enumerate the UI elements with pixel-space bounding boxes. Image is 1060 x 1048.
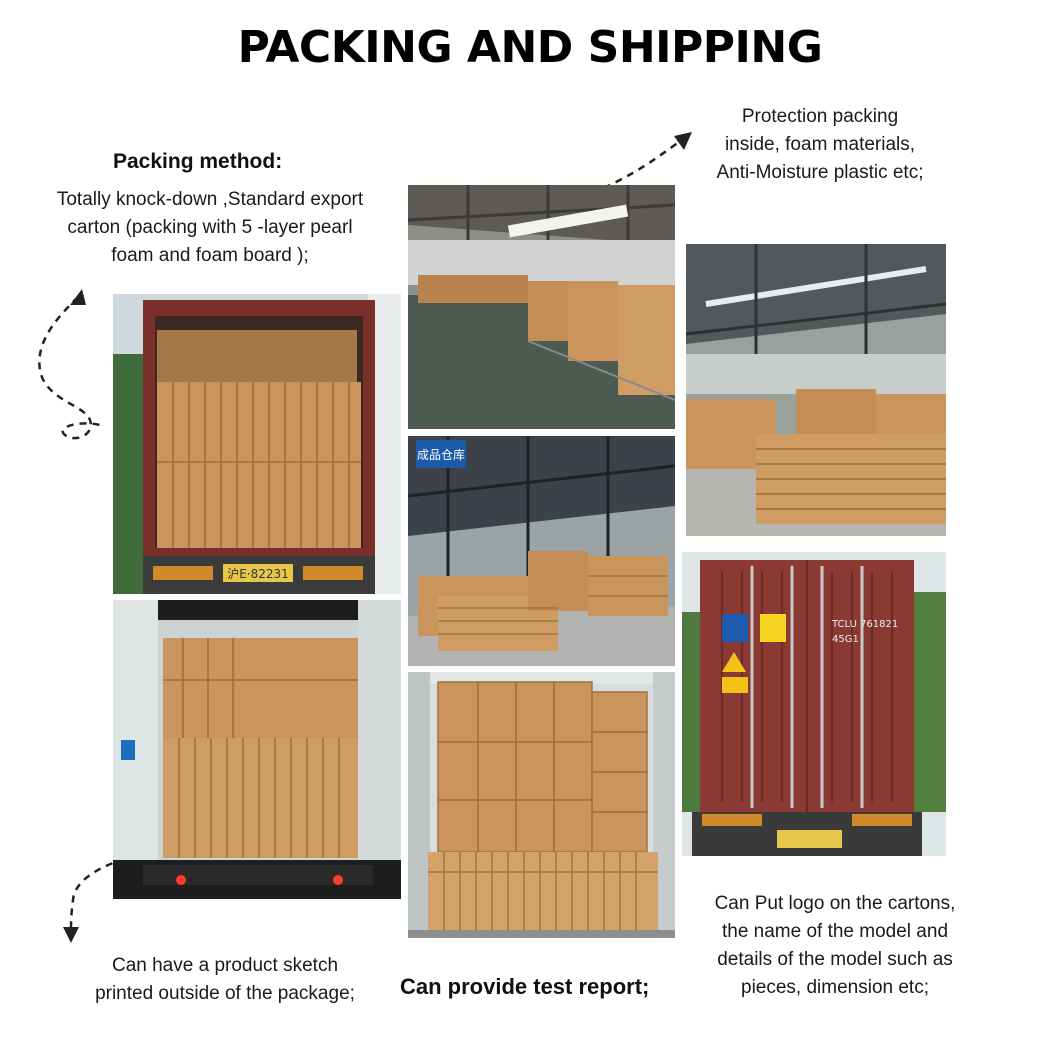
photo-red-container-loaded: 沪E·82231 [113, 294, 401, 594]
photo-warehouse-racks [408, 185, 675, 429]
photo-warehouse-stacks [686, 244, 946, 536]
protection-line: inside, foam materials, [724, 134, 916, 155]
photo-white-container-loaded [113, 600, 401, 899]
container-code2-text: 45G1 [832, 634, 859, 645]
sketch-text: Can have a product sketch printed outsid… [60, 952, 390, 1008]
packing-method-line: carton (packing with 5 -layer pearl [67, 217, 353, 238]
logo-line: the name of the model and [721, 921, 949, 942]
plate-text: 沪E·82231 [227, 567, 289, 581]
warehouse-sign-text: 成品仓库 [417, 447, 465, 462]
photo-red-container-closed: TCLU 761821 45G1 [682, 552, 946, 856]
packing-method-line: Totally knock-down ,Standard export [56, 189, 364, 210]
photo-container-cartons [408, 672, 675, 938]
container-code-text: TCLU 761821 [831, 619, 898, 630]
protection-text: Protection packing inside, foam material… [690, 103, 950, 187]
logo-line: pieces, dimension etc; [741, 977, 929, 998]
dashed-arrow-packing [38, 289, 101, 440]
logo-text: Can Put logo on the cartons, the name of… [690, 890, 980, 1002]
packing-method-heading: Packing method: [113, 150, 283, 173]
page-title: PACKING AND SHIPPING [237, 22, 823, 73]
photo-warehouse-sign: 成品仓库 [408, 436, 675, 666]
sketch-line: Can have a product sketch [111, 955, 339, 976]
test-report-text: Can provide test report; [400, 974, 650, 999]
packing-method-text: Totally knock-down ,Standard export cart… [20, 186, 400, 270]
logo-line: details of the model such as [717, 949, 953, 970]
sketch-line: printed outside of the package; [95, 983, 355, 1004]
protection-line: Protection packing [741, 106, 899, 127]
logo-line: Can Put logo on the cartons, [714, 893, 956, 914]
protection-line: Anti-Moisture plastic etc; [716, 162, 924, 183]
packing-method-line: foam and foam board ); [111, 245, 309, 266]
